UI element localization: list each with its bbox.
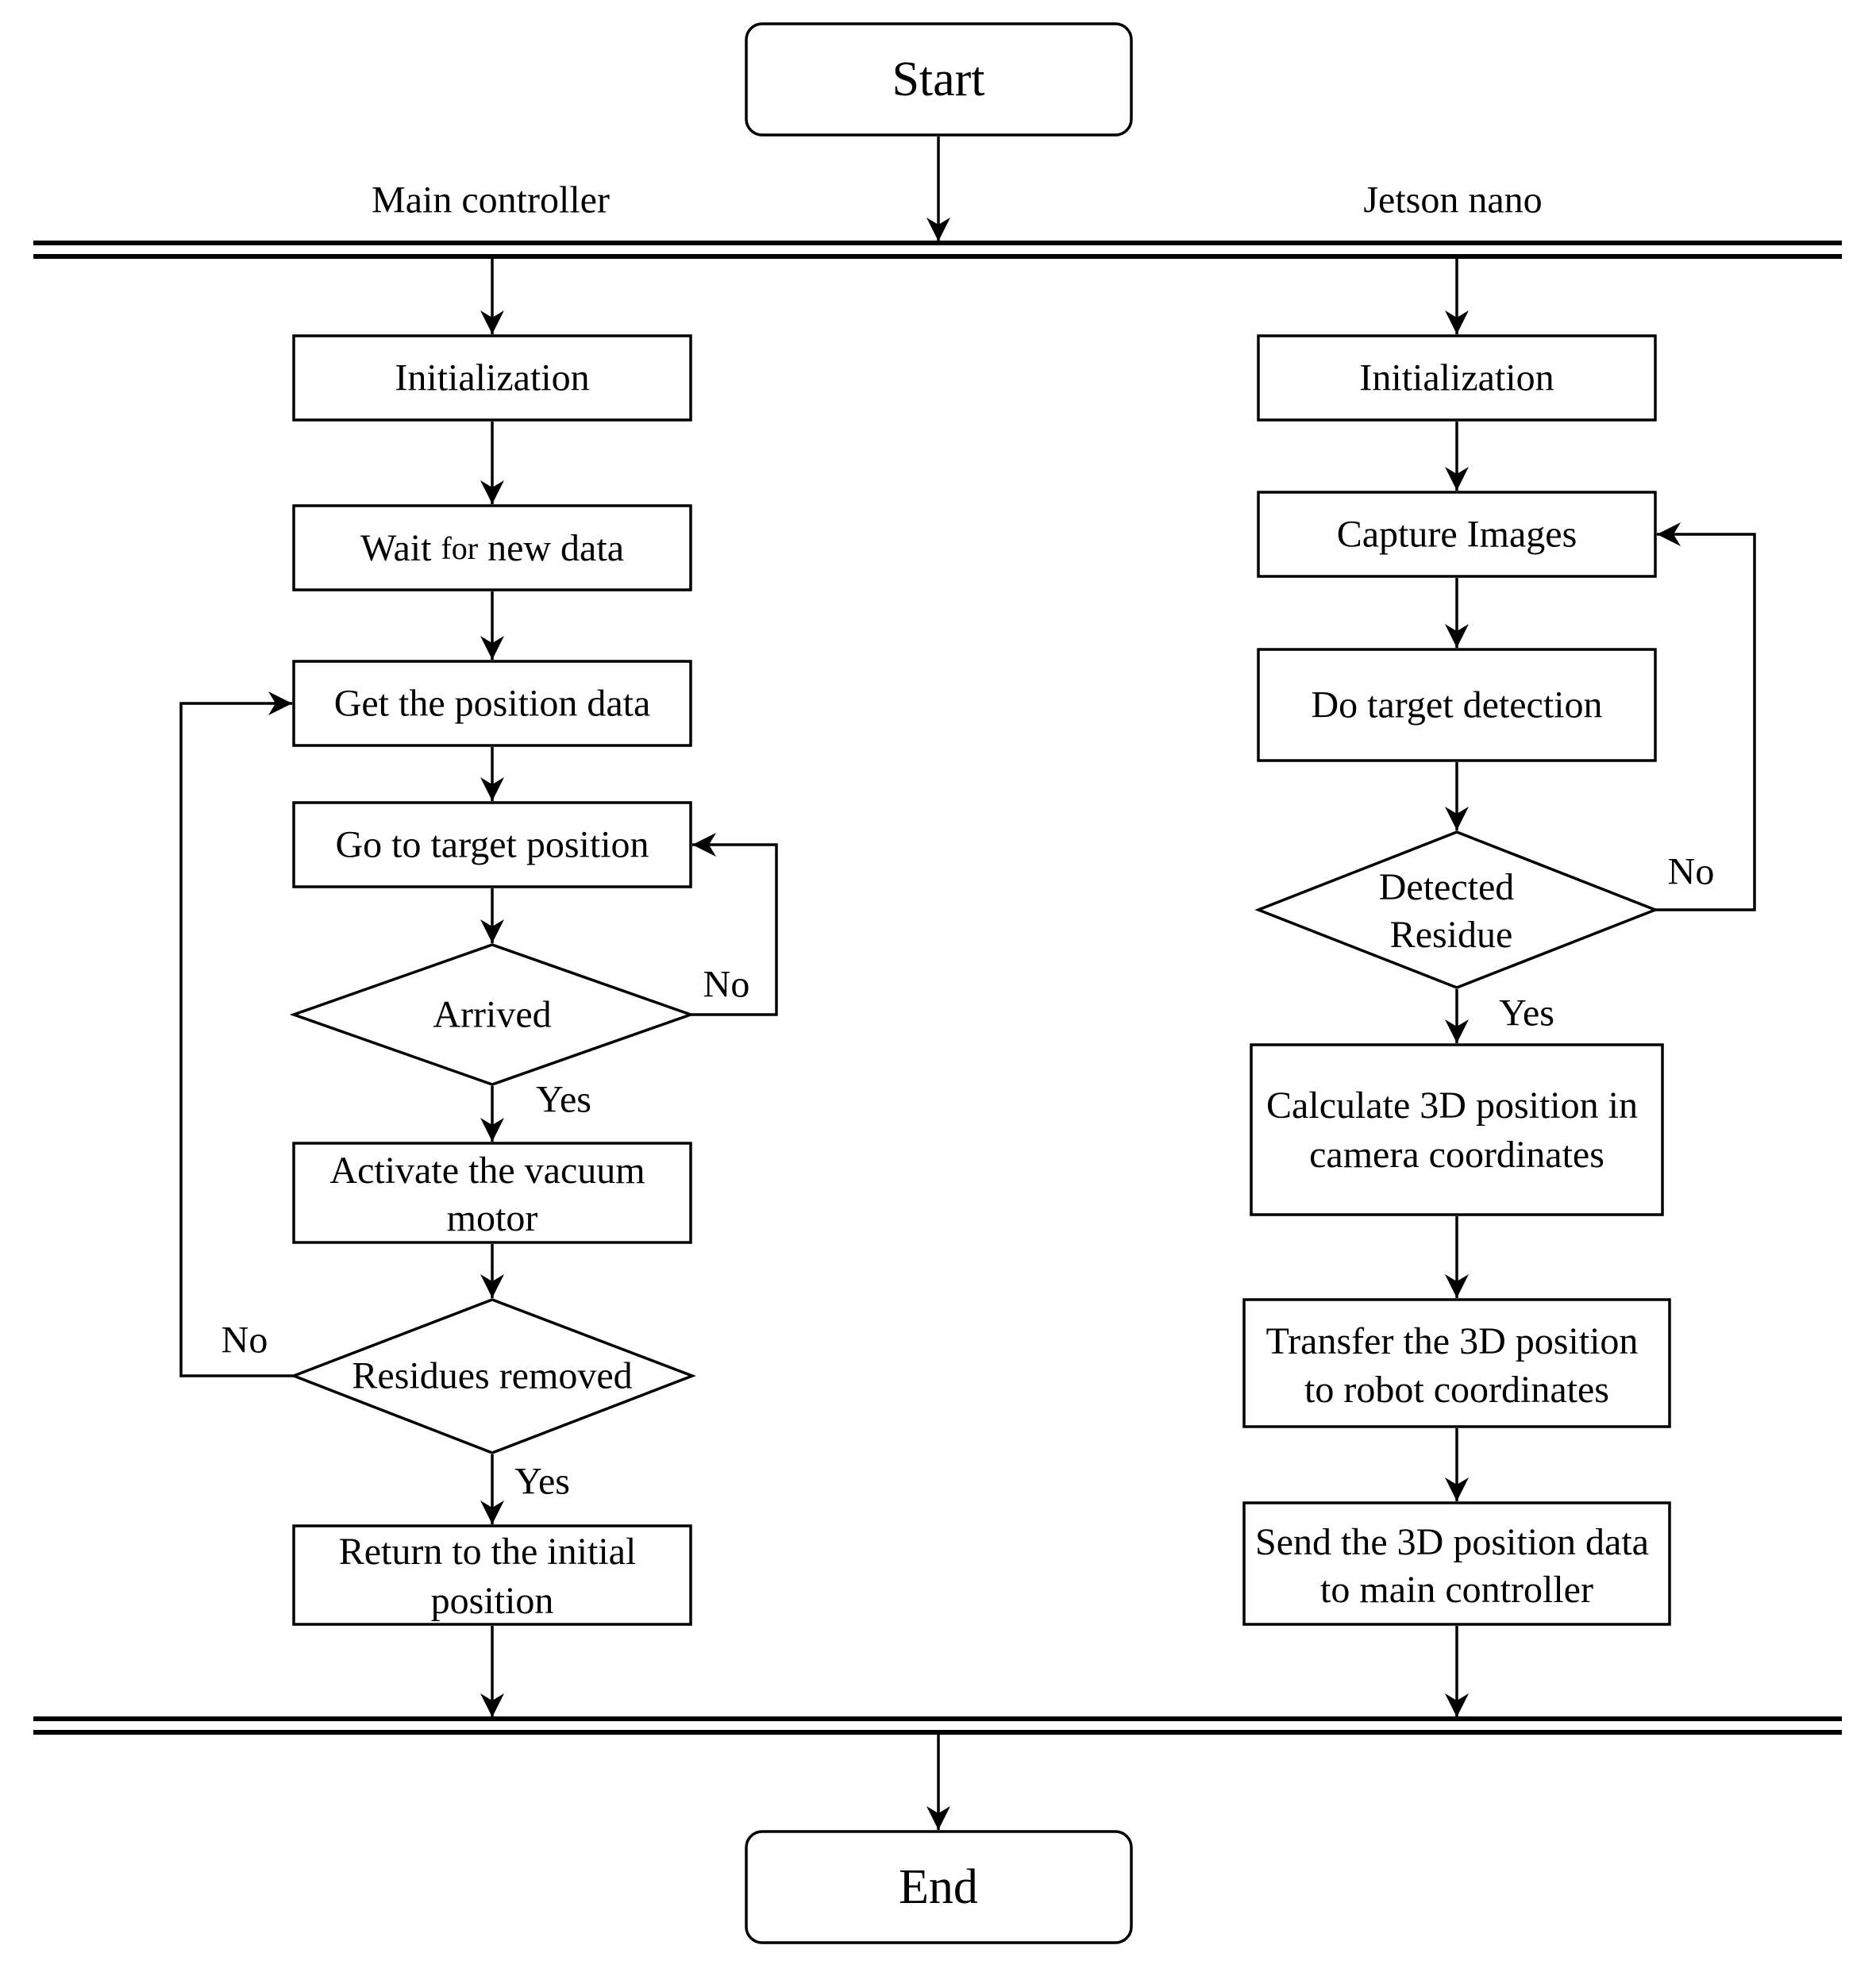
mc-activate-line-1: Activate the vacuum [329,1150,645,1192]
jn-detected-yes-label: Yes [1499,992,1554,1034]
mc-arrived-no-label: No [703,964,750,1006]
jn-transfer-line-2: to robot coordinates [1304,1369,1609,1411]
jn-capture-box [1257,491,1657,578]
jn-detected-label: Detected Residue [1379,866,1524,956]
mc-wait-for: for [441,530,478,566]
mc-return-line-1: Return to the initial [339,1531,637,1573]
mc-go-target-box [292,801,692,888]
mc-get-position-box [292,660,692,747]
jn-connectors [1445,258,1756,1717]
mc-activate-label: Activate the vacuum motor [329,1150,654,1239]
mc-activate-box [292,1142,692,1244]
mc-initialization-label: Initialization [395,357,589,399]
jn-detected-no-label: No [1668,851,1715,893]
jn-transfer-label: Transfer the 3D position to robot coordi… [1266,1320,1648,1411]
jn-send-line-2: to main controller [1320,1569,1593,1611]
jn-detected-line-1: Detected [1379,866,1515,908]
mc-arrived-yes-label: Yes [536,1079,591,1121]
mc-residues-yes-label: Yes [514,1461,570,1503]
fork-bar [33,241,1842,259]
mc-residues-decision [290,1298,696,1454]
jn-transfer-box [1242,1298,1671,1428]
lane-label-main-controller: Main controller [372,179,610,221]
mc-residues-label: Residues removed [352,1355,632,1397]
mc-wait-label: Wait for new data [360,527,624,569]
jn-calc-label: Calculate 3D position in camera coordina… [1266,1084,1647,1176]
jn-detect-box [1257,648,1657,762]
jn-calc-line-1: Calculate 3D position in [1266,1084,1638,1127]
mc-residues-no-label: No [221,1319,268,1362]
jn-send-line-1: Send the 3D position data [1255,1521,1649,1563]
end-node [745,1830,1133,1944]
mc-wait-suffix: new data [478,527,624,569]
jn-detected-line-2: Residue [1390,914,1513,956]
mc-return-line-2: position [431,1580,554,1622]
jn-calc-line-2: camera coordinates [1309,1134,1604,1176]
mc-get-position-label: Get the position data [334,683,651,725]
start-node [745,22,1133,137]
jn-initialization-box [1257,334,1657,422]
mc-go-target-label: Go to target position [335,824,649,866]
start-label: Start [892,52,984,106]
mc-return-box [292,1524,692,1626]
lane-label-jetson-nano: Jetson nano [1363,179,1542,221]
mc-wait-prefix: Wait [360,527,441,569]
join-bar [33,1716,1842,1735]
jn-transfer-line-1: Transfer the 3D position [1266,1320,1639,1362]
mc-activate-line-2: motor [447,1197,538,1239]
mc-arrived-label: Arrived [433,994,551,1036]
mc-wait-box [292,504,692,591]
mc-return-label: Return to the initial position [339,1531,646,1622]
jn-initialization-label: Initialization [1359,357,1554,399]
jn-detect-label: Do target detection [1312,684,1603,726]
jn-calc-box [1250,1043,1664,1216]
mc-initialization-box [292,334,692,422]
jn-send-box [1242,1501,1671,1626]
mc-connectors [179,137,950,1717]
mc-arrived-decision [289,943,695,1086]
jn-detected-decision [1254,830,1659,989]
end-label: End [899,1860,978,1914]
jn-send-label: Send the 3D position data to main contro… [1255,1521,1658,1611]
jn-capture-label: Capture Images [1337,514,1577,556]
